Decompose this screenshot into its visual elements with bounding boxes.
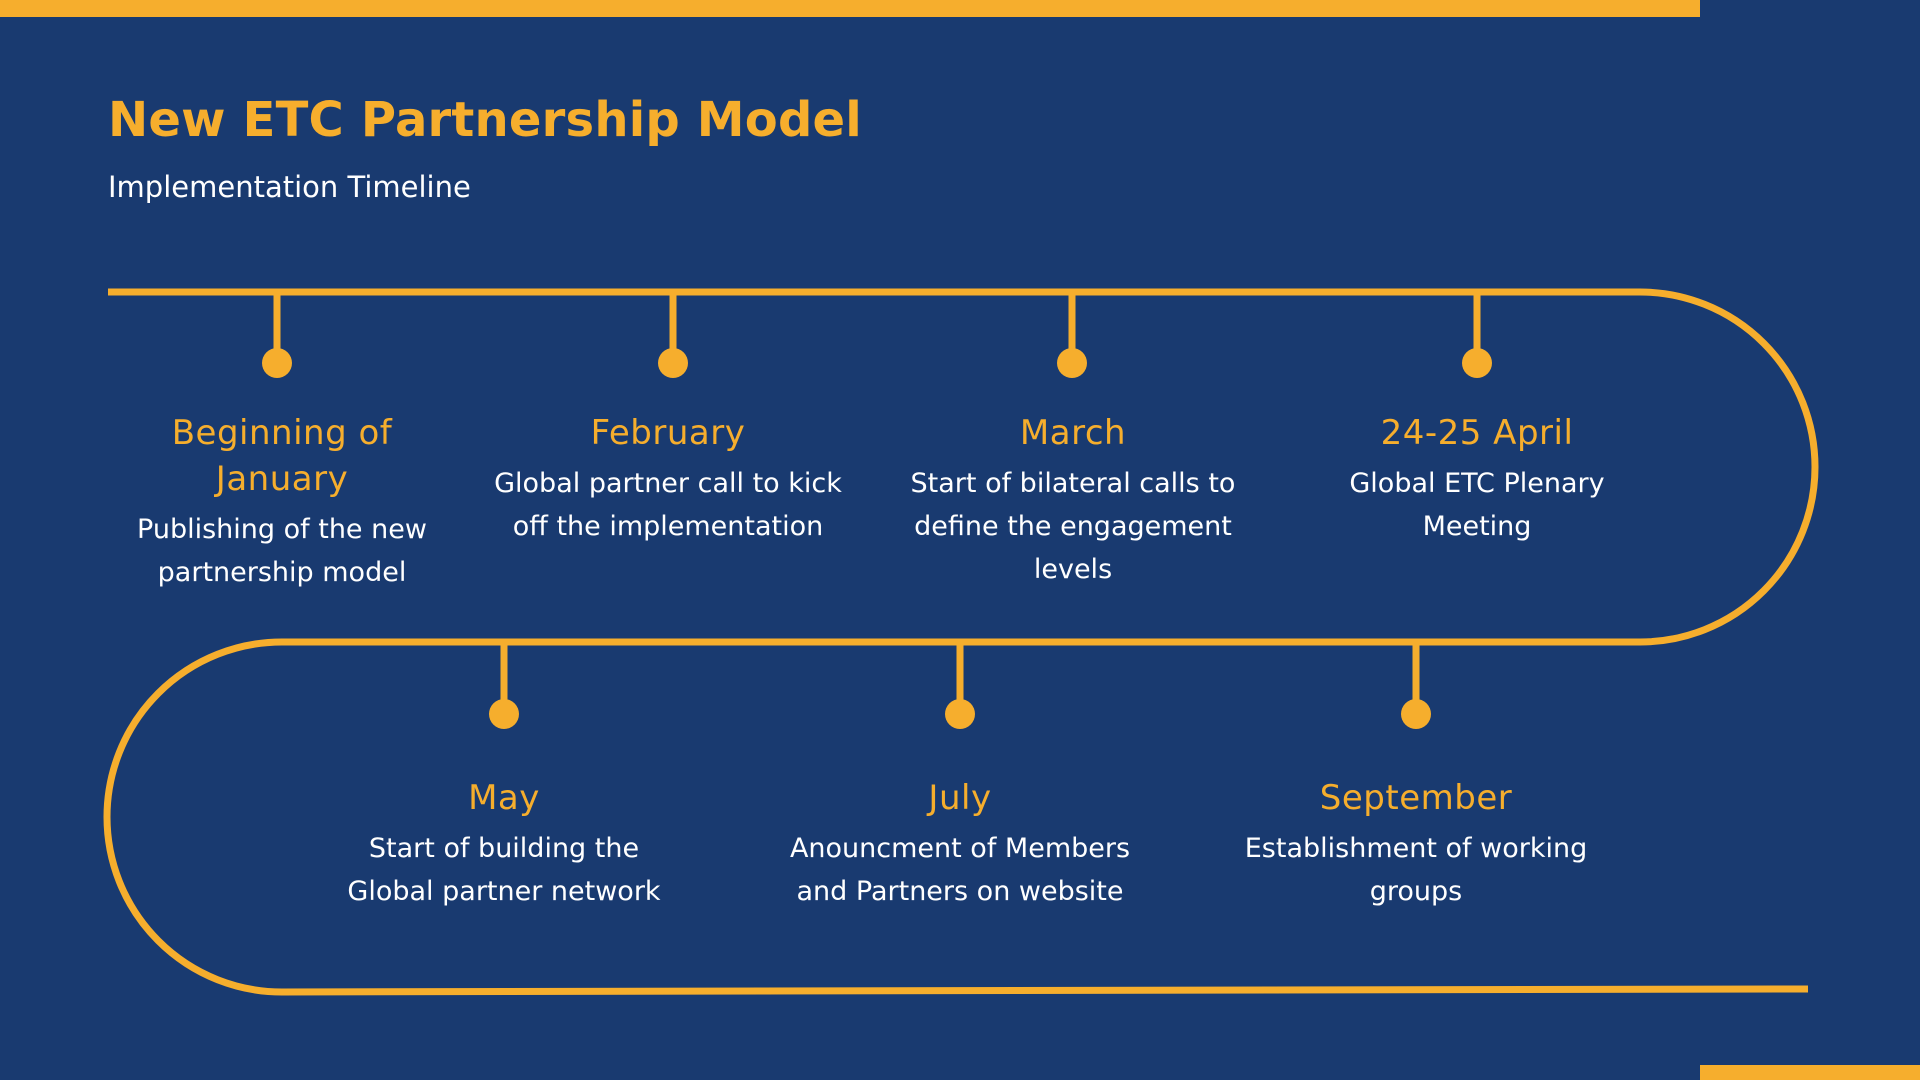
- milestone-date: Beginning of January: [171, 413, 393, 499]
- milestone-description: Start of building the Global partner net…: [347, 833, 661, 907]
- milestone-april: 24-25 April Global ETC Plenary Meeting: [1297, 410, 1657, 548]
- milestone-description: Start of bilateral calls to define the e…: [910, 468, 1236, 585]
- page-title: New ETC Partnership Model: [108, 92, 862, 148]
- milestone-may: May Start of building the Global partner…: [324, 775, 684, 913]
- timeline-dot: [1057, 348, 1087, 378]
- milestone-description: Anouncment of Members and Partners on we…: [789, 833, 1131, 907]
- milestone-description: Global ETC Plenary Meeting: [1349, 468, 1605, 542]
- timeline-dot: [658, 348, 688, 378]
- page-subtitle: Implementation Timeline: [108, 170, 471, 204]
- milestone-january: Beginning of January Publishing of the n…: [102, 410, 462, 594]
- milestone-date: May: [468, 778, 540, 818]
- timeline-dot: [945, 699, 975, 729]
- milestone-february: February Global partner call to kick off…: [488, 410, 848, 548]
- bottom-accent-bar: [1700, 1065, 1920, 1080]
- milestone-date: July: [928, 778, 992, 818]
- timeline-dot: [262, 348, 292, 378]
- milestone-description: Publishing of the new partnership model: [137, 514, 427, 588]
- milestone-date: 24-25 April: [1380, 413, 1574, 453]
- milestone-september: September Establishment of working group…: [1236, 775, 1596, 913]
- top-accent-bar: [0, 0, 1700, 17]
- milestone-date: September: [1319, 778, 1513, 818]
- timeline-dot: [489, 699, 519, 729]
- milestone-march: March Start of bilateral calls to define…: [893, 410, 1253, 591]
- milestone-date: February: [590, 413, 746, 453]
- milestone-description: Global partner call to kick off the impl…: [494, 468, 842, 542]
- milestone-july: July Anouncment of Members and Partners …: [780, 775, 1140, 913]
- timeline-dot: [1462, 348, 1492, 378]
- milestone-date: March: [1019, 413, 1127, 453]
- milestone-description: Establishment of working groups: [1244, 833, 1588, 907]
- timeline-dot: [1401, 699, 1431, 729]
